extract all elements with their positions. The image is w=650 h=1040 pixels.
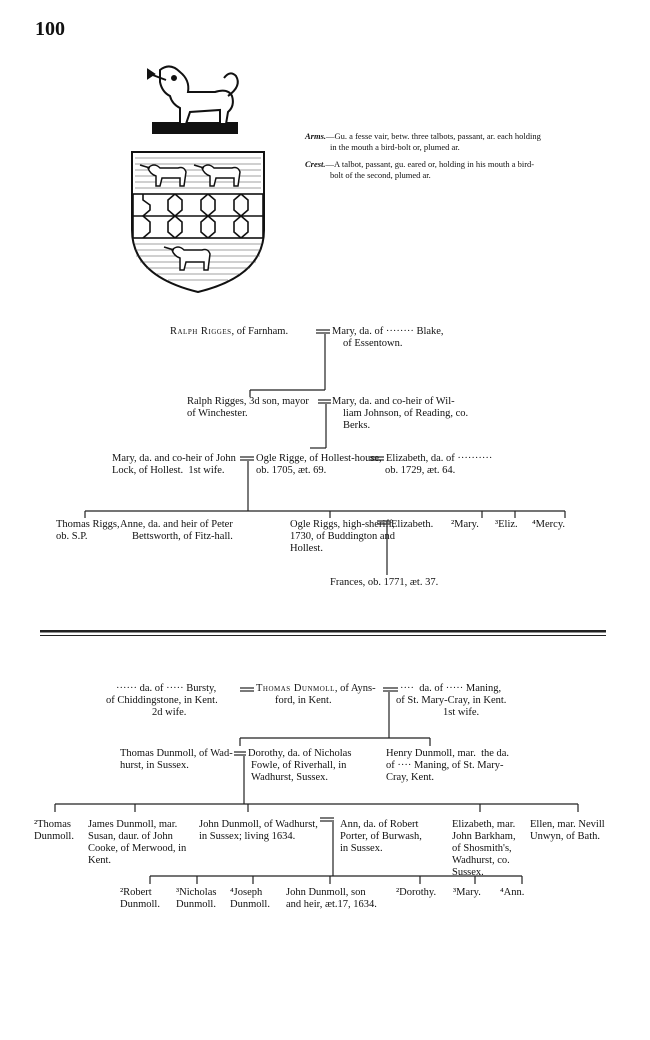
john-dunmoll-heir-2: and heir, æt.17, 1634. bbox=[286, 899, 377, 910]
anne-bettsworth-2: Bettsworth, of Fitz-hall. bbox=[132, 531, 233, 542]
anne-bettsworth: Anne, da. and heir of Peter bbox=[120, 519, 233, 530]
mary-johnson-2: liam Johnson, of Reading, co. bbox=[343, 408, 469, 419]
dorothy-fowle-3: Wadhurst, Sussex. bbox=[251, 772, 329, 783]
sister-eliz: ³Eliz. bbox=[495, 519, 518, 530]
henry-dunmoll-2: of ···· Maning, of St. Mary- bbox=[386, 760, 504, 771]
bursty-wife-3: 2d wife. bbox=[152, 707, 187, 718]
page-number: 100 bbox=[35, 18, 65, 40]
dorothy-dunmoll: ²Dorothy. bbox=[396, 887, 437, 898]
bursty-wife-2: of Chiddingstone, in Kent. bbox=[106, 695, 218, 706]
section-rule-thin bbox=[40, 635, 606, 636]
elizabeth-second-wife-2: ob. 1729, æt. 64. bbox=[385, 465, 456, 476]
ogle-riggs-jr-3: Hollest. bbox=[290, 543, 323, 554]
talbot-icon bbox=[147, 164, 187, 187]
john-dunmoll-wadhurst: John Dunmoll, of Wadhurst, bbox=[199, 819, 318, 830]
elizabeth-barkham-3: of Shosmith's, bbox=[452, 843, 512, 854]
dorothy-fowle: Dorothy, da. of Nicholas bbox=[248, 748, 352, 759]
joseph-dunmoll-2: Dunmoll. bbox=[230, 899, 270, 910]
talbot-icon bbox=[171, 246, 211, 271]
henry-dunmoll-3: Cray, Kent. bbox=[386, 772, 435, 783]
ogle-riggs-jr: Ogle Riggs, high-sheriff, bbox=[290, 519, 395, 530]
nicholas-dunmoll-2: Dunmoll. bbox=[176, 899, 216, 910]
sister-mary: ²Mary. bbox=[451, 519, 479, 530]
ralph-riggs-sr: Ralph Rigges, of Farnham. bbox=[170, 326, 289, 337]
henry-dunmoll: Henry Dunmoll, mar. the da. bbox=[386, 748, 510, 759]
thomas-dunmoll-head: Thomas Dunmoll, of Ayns- bbox=[256, 683, 376, 694]
mary-lock: Mary, da. and co-heir of John bbox=[112, 453, 236, 464]
thomas-dunmoll-2nd: ²Thomas bbox=[34, 819, 71, 830]
elizabeth-wife: Elizabeth. bbox=[391, 519, 434, 530]
ogle-rigge-2: ob. 1705, æt. 69. bbox=[256, 465, 327, 476]
john-dunmoll-wadhurst-2: in Sussex; living 1634. bbox=[199, 831, 296, 842]
ogle-riggs-jr-2: 1730, of Buddington and bbox=[290, 531, 395, 542]
elizabeth-barkham-5: Sussex. bbox=[452, 867, 484, 878]
mary-dunmoll: ³Mary. bbox=[453, 887, 481, 898]
fesse-vair bbox=[132, 193, 264, 239]
arms-blazon-cont: in the mouth a bird-bolt or, plumed ar. bbox=[330, 142, 460, 152]
robert-dunmoll: ²Robert bbox=[120, 887, 152, 898]
ann-porter-2: Porter, of Burwash, bbox=[340, 831, 422, 842]
mary-lock-2: Lock, of Hollest. 1st wife. bbox=[112, 465, 225, 476]
ellen-unwyn: Ellen, mar. Nevill bbox=[530, 819, 605, 830]
ogle-rigge: Ogle Rigge, of Hollest-house, bbox=[256, 453, 382, 464]
crest-blazon: Crest.—A talbot, passant, gu. eared or, … bbox=[305, 159, 535, 169]
robert-dunmoll-2: Dunmoll. bbox=[120, 899, 160, 910]
crest-torse bbox=[152, 122, 238, 134]
ann-porter: Ann, da. of Robert bbox=[340, 819, 419, 830]
elizabeth-barkham-4: Wadhurst, co. bbox=[452, 855, 510, 866]
section-rule bbox=[40, 630, 606, 633]
thomas-riggs: Thomas Riggs, bbox=[56, 519, 120, 530]
talbot-icon bbox=[201, 164, 241, 187]
shield-talbots bbox=[139, 164, 241, 271]
mary-johnson: Mary, da. and co-heir of Wil- bbox=[332, 396, 455, 407]
james-dunmoll-2: Susan, daur. of John bbox=[88, 831, 173, 842]
mary-blake: Mary, da. of ········ Blake, bbox=[332, 326, 444, 337]
thomas-riggs-2: ob. S.P. bbox=[56, 531, 88, 542]
thomas-dunmoll-head-2: ford, in Kent. bbox=[275, 695, 332, 706]
crest-talbot-icon bbox=[147, 65, 239, 125]
ralph-riggs-jr: Ralph Rigges, 3d son, mayor bbox=[187, 396, 309, 407]
ellen-unwyn-2: Unwyn, of Bath. bbox=[530, 831, 600, 842]
sister-mercy: ⁴Mercy. bbox=[532, 519, 566, 530]
riggs-pedigree-lines bbox=[84, 329, 566, 575]
frances-riggs: Frances, ob. 1771, æt. 37. bbox=[330, 577, 439, 588]
nicholas-dunmoll: ³Nicholas bbox=[176, 887, 217, 898]
james-dunmoll: James Dunmoll, mar. bbox=[88, 819, 178, 830]
thomas-dunmoll-wadhurst: Thomas Dunmoll, of Wad- bbox=[120, 748, 233, 759]
ralph-riggs-jr-2: of Winchester. bbox=[187, 408, 248, 419]
ann-porter-3: in Sussex. bbox=[340, 843, 383, 854]
james-dunmoll-4: Kent. bbox=[88, 855, 112, 866]
ann-dunmoll: ⁴Ann. bbox=[500, 887, 525, 898]
elizabeth-second-wife: Elizabeth, da. of ·········· bbox=[386, 453, 493, 464]
elizabeth-barkham: Elizabeth, mar. bbox=[452, 819, 516, 830]
thomas-dunmoll-wadhurst-2: hurst, in Sussex. bbox=[120, 760, 189, 771]
maning-wife-3: 1st wife. bbox=[443, 707, 480, 718]
bursty-wife: ······ da. of ····· Bursty, bbox=[116, 683, 217, 694]
joseph-dunmoll: ⁴Joseph bbox=[230, 887, 263, 898]
maning-wife: ···· da. of ····· Maning, bbox=[400, 683, 502, 694]
arms-blazon: Arms.—Gu. a fesse vair, betw. three talb… bbox=[305, 131, 541, 141]
james-dunmoll-3: Cooke, of Merwood, in bbox=[88, 843, 187, 854]
john-dunmoll-heir: John Dunmoll, son bbox=[286, 887, 366, 898]
dorothy-fowle-2: Fowle, of Riverhall, in bbox=[251, 760, 347, 771]
thomas-dunmoll-2nd-2: Dunmoll. bbox=[34, 831, 74, 842]
dunmoll-pedigree-lines bbox=[54, 687, 579, 884]
elizabeth-barkham-2: John Barkham, bbox=[452, 831, 516, 842]
mary-blake-2: of Essentown. bbox=[343, 338, 403, 349]
mary-johnson-3: Berks. bbox=[343, 420, 371, 431]
crest-blazon-cont: bolt of the second, plumed ar. bbox=[330, 170, 431, 180]
maning-wife-2: of St. Mary-Cray, in Kent. bbox=[396, 695, 507, 706]
